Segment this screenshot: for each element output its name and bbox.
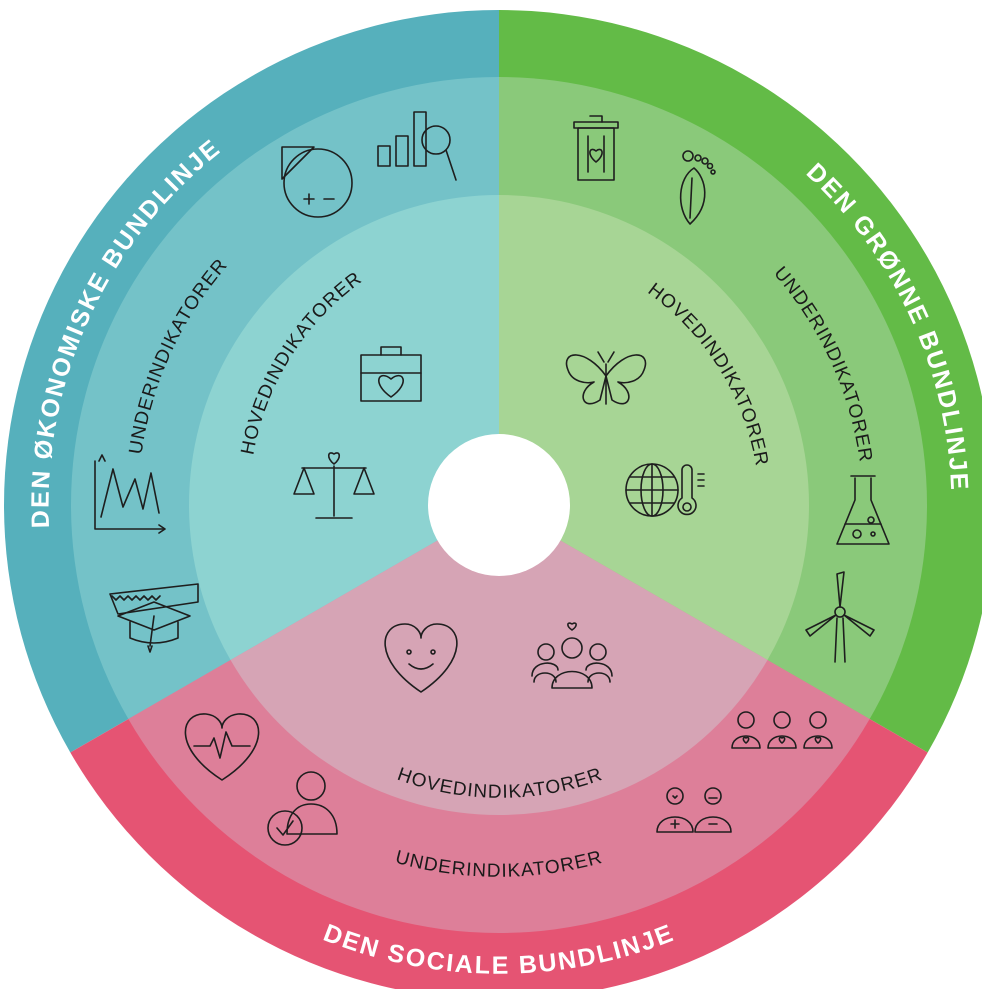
community-heart-icon	[531, 622, 613, 689]
sector-social-inner	[230, 505, 768, 816]
wind-turbine-icon	[805, 571, 875, 663]
center-hole	[428, 434, 570, 576]
person-checkmark-icon	[267, 771, 338, 846]
heart-pulse-icon	[184, 713, 260, 781]
pie-chart-plus-minus-icon	[281, 146, 353, 218]
briefcase-heart-icon	[360, 346, 422, 402]
bar-chart-magnifier-icon	[377, 111, 457, 181]
lab-flask-icon	[836, 475, 890, 545]
smiling-heart-icon	[384, 623, 458, 693]
wheel-sectors	[4, 10, 982, 989]
scales-heart-icon	[293, 452, 375, 519]
line-chart-icon	[94, 454, 166, 534]
trash-bin-heart-icon	[573, 115, 619, 181]
people-plus-minus-icon	[656, 787, 732, 833]
footprint-leaf-icon	[679, 150, 716, 225]
people-hearts-icon	[731, 711, 833, 749]
sector-economic-inner	[188, 194, 499, 660]
butterfly-icon	[565, 351, 647, 405]
graduation-cap-saw-icon	[109, 583, 199, 653]
sector-green-inner	[499, 195, 810, 660]
globe-thermometer-icon	[625, 463, 705, 517]
